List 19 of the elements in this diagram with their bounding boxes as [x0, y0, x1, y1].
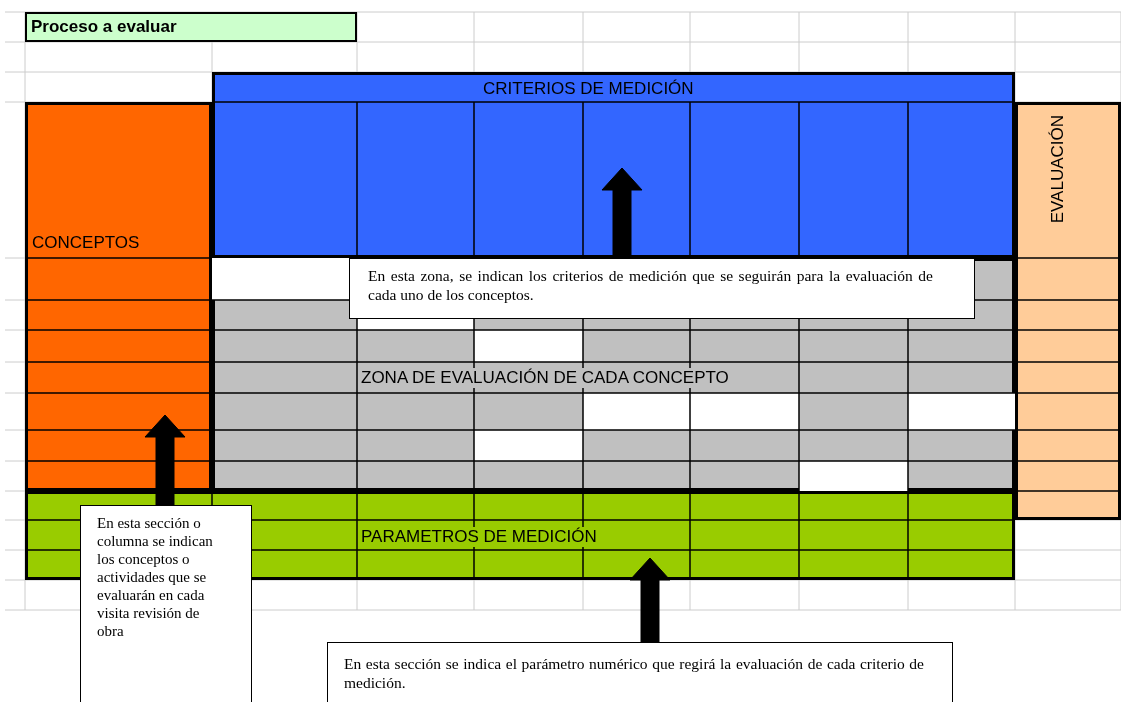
title-text: Proceso a evaluar — [31, 17, 177, 37]
zone-label: PARAMETROS DE MEDICIÓN — [361, 527, 597, 547]
comment-tooltip — [80, 505, 252, 702]
block-arrow — [144, 414, 186, 506]
section-heading: EVALUACIÓN — [1048, 115, 1068, 224]
comment-tooltip — [327, 642, 953, 702]
callout-text: En esta sección se indica el parámetro numérico que regirá la evaluación de cada criterio de medición. — [344, 655, 924, 693]
evaluation-zone — [212, 258, 1015, 491]
criteria-header — [212, 72, 1015, 258]
title-box — [25, 12, 357, 42]
section-heading: CRITERIOS DE MEDICIÓN — [483, 79, 694, 99]
concepts-column — [25, 102, 212, 491]
zone-label: ZONA DE EVALUACIÓN DE CADA CONCEPTO — [361, 368, 729, 388]
comment-tooltip — [349, 258, 975, 319]
callout-text: En esta sección o columna se indican los conceptos o actividades que se evaluarán en cada visita revisión de obra — [97, 514, 214, 640]
evaluation-column — [1015, 102, 1121, 520]
block-arrow — [629, 557, 671, 643]
callout-text: En esta zona, se indican los criterios de medición que se seguirán para la evaluación de cada uno de los conceptos. — [368, 267, 933, 305]
section-heading: CONCEPTOS — [32, 233, 140, 253]
